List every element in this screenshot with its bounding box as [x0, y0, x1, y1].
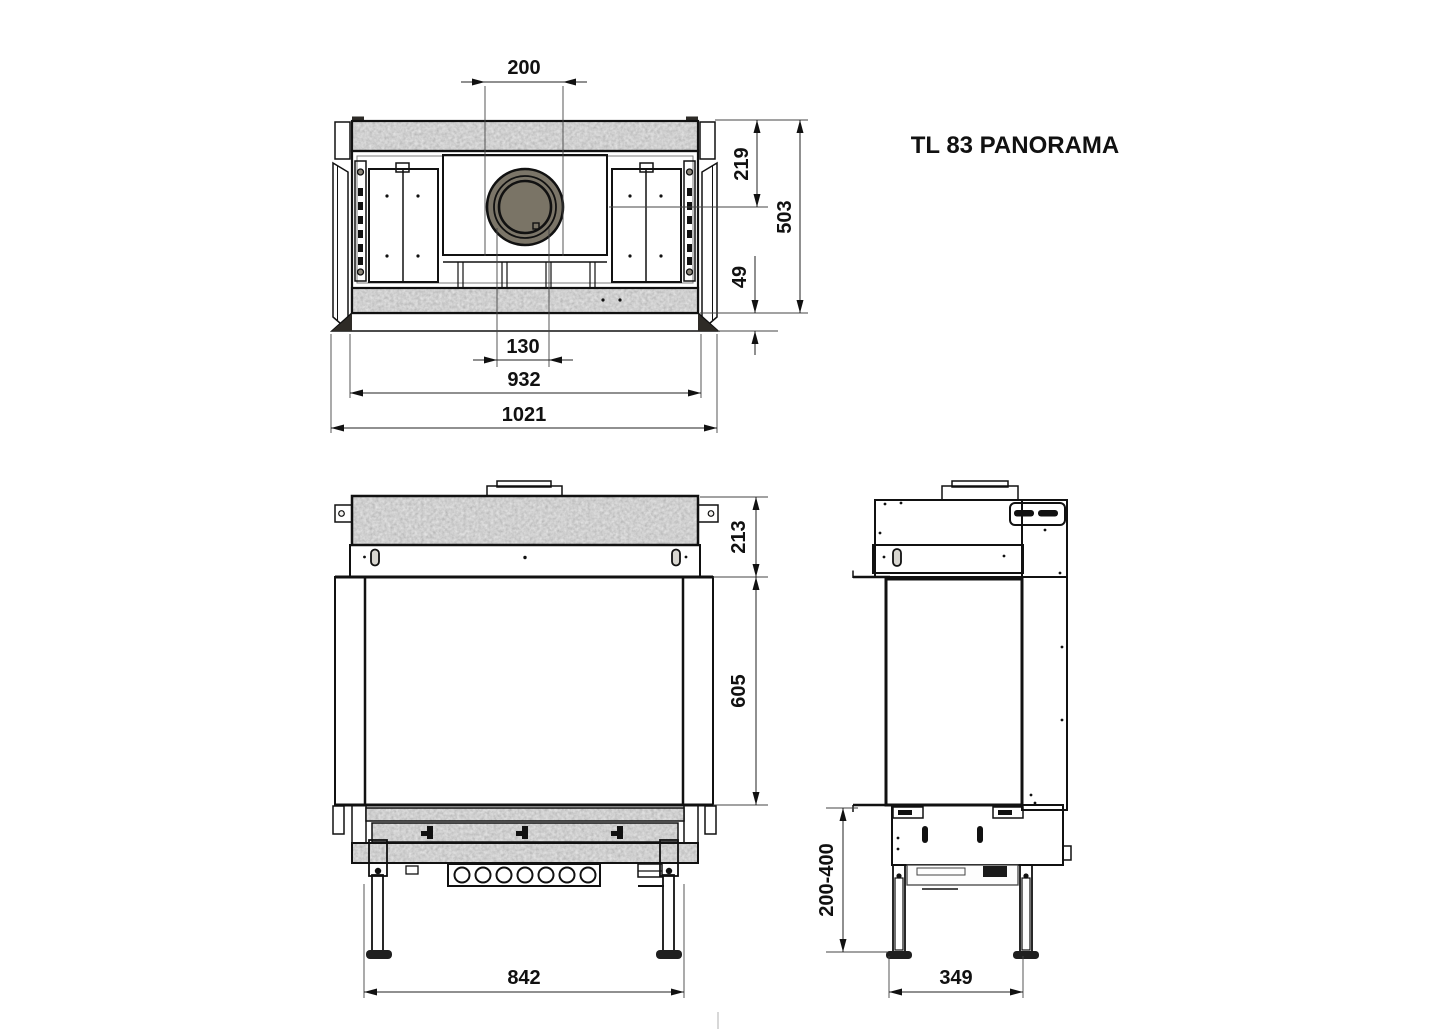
- dim-503-label: 503: [774, 200, 796, 233]
- granite-band-bottom: [350, 286, 700, 315]
- flange-tab-left: [352, 116, 364, 123]
- side-glass-right-plan: [701, 161, 718, 332]
- dim-49-label: 49: [729, 266, 751, 288]
- mantle-front: [329, 312, 721, 332]
- flue-stub-side: [941, 485, 1019, 501]
- dim-605: 605: [713, 577, 768, 806]
- front-view: 213 605 842: [332, 480, 768, 998]
- dim-932-label: 932: [507, 369, 540, 391]
- front-leg-right: [656, 839, 682, 959]
- dim-200-label: 200: [507, 57, 540, 79]
- dim-349: 349: [888, 956, 1024, 998]
- flue-opening: [497, 179, 553, 235]
- lower-bracket-right: [704, 805, 717, 835]
- dim-842: 842: [363, 884, 685, 998]
- front-granite-band: [350, 494, 700, 547]
- granite-band-top: [350, 119, 700, 153]
- hinge-strip-right: [683, 160, 696, 282]
- dim-349-label: 349: [939, 967, 972, 989]
- flange-cap-right: [699, 121, 716, 160]
- mount-tab-left: [334, 504, 353, 523]
- glass-clamps: [892, 806, 1024, 819]
- dim-1021-label: 1021: [502, 404, 547, 426]
- dim-200-400-label: 200-400: [816, 843, 838, 916]
- dim-200-400: 200-400: [816, 807, 888, 953]
- plan-panel-left: [368, 162, 439, 283]
- front-upper-band: [349, 544, 701, 578]
- side-glass: [884, 577, 1024, 807]
- dim-932: 932: [349, 334, 702, 398]
- dim-842-label: 842: [507, 967, 540, 989]
- top-view: 200 130 932 1021: [329, 57, 808, 433]
- vent-grille: [1009, 502, 1066, 526]
- dim-219-label: 219: [731, 147, 753, 180]
- lower-bracket-left: [332, 805, 345, 835]
- glass-column-left: [334, 576, 366, 806]
- dim-219: 219: [609, 119, 808, 208]
- side-bottom-section: [891, 804, 1072, 866]
- gas-fitting-left: [405, 865, 419, 875]
- dim-213-label: 213: [728, 520, 750, 553]
- gas-fitting-right: [637, 863, 664, 887]
- flue-stub-cap-front: [496, 480, 552, 488]
- side-body-column: [1021, 499, 1068, 811]
- screw-dots: [878, 501, 1064, 805]
- mount-tab-right: [697, 504, 719, 523]
- side-subframe: [906, 864, 1019, 890]
- side-glass-left-plan: [332, 161, 349, 332]
- dim-605-label: 605: [728, 674, 750, 707]
- lower-granite-strip: [365, 807, 685, 822]
- drawing-title: TL 83 PANORAMA: [911, 132, 1119, 159]
- side-leg-rear: [1013, 864, 1039, 959]
- lower-granite-band: [351, 842, 699, 864]
- hinge-strip-left: [354, 160, 367, 282]
- side-upper-band: [872, 544, 1024, 574]
- flue-stub-cap-side: [951, 480, 1009, 488]
- side-leg-front: [886, 864, 912, 959]
- dim-200: 200: [461, 57, 587, 256]
- flue-plate: [442, 154, 608, 263]
- dim-503: 503: [700, 120, 808, 314]
- dim-213: 213: [700, 496, 768, 578]
- plan-panel-right: [611, 162, 682, 283]
- burner-tray: [447, 863, 601, 887]
- front-glass: [363, 575, 685, 807]
- flange-tab-right: [686, 116, 698, 123]
- glass-column-right: [682, 576, 714, 806]
- front-leg-left: [366, 839, 392, 959]
- side-top-section: [874, 499, 1068, 578]
- clip-strip: [371, 822, 679, 843]
- dim-1021: 1021: [330, 334, 718, 433]
- plan-connectors: [457, 262, 596, 288]
- dim-130: 130: [473, 228, 573, 367]
- dim-130-label: 130: [506, 336, 539, 358]
- dim-49: 49: [718, 256, 778, 355]
- flange-cap-left: [334, 121, 351, 160]
- side-view: 200-400 349: [816, 480, 1072, 998]
